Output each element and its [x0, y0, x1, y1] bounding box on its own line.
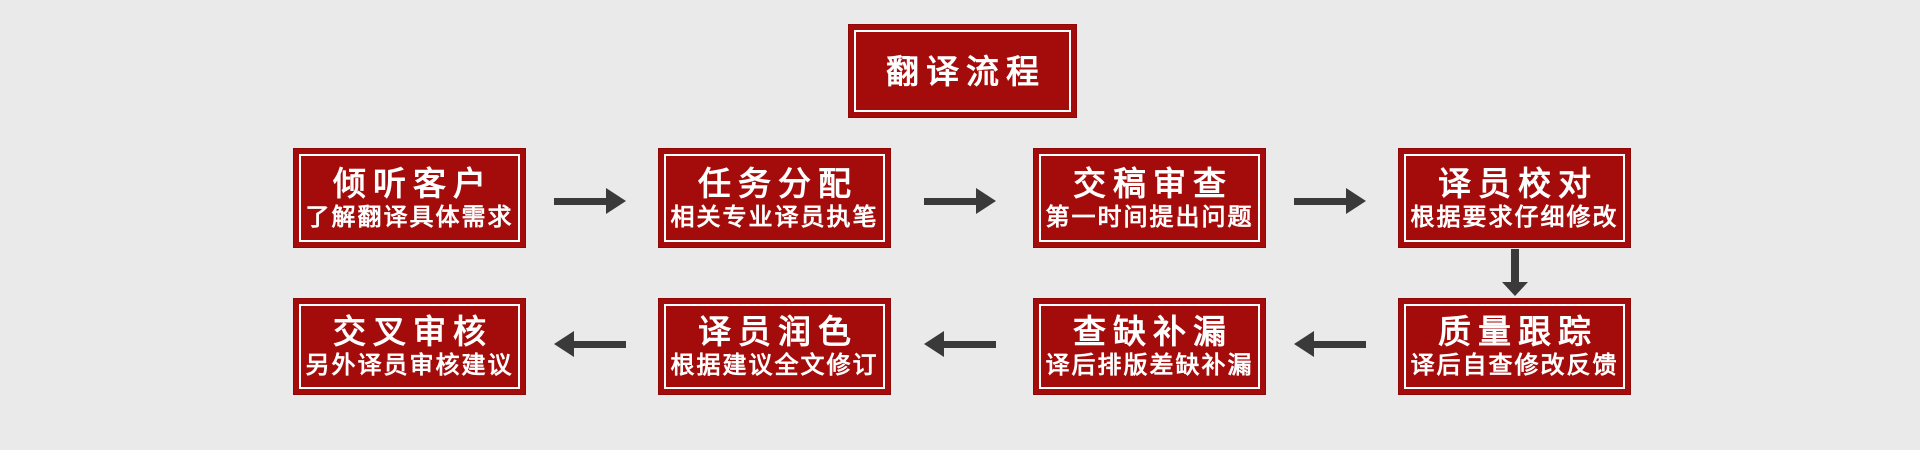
arrow-right-icon: [554, 188, 626, 214]
diagram-title: 翻译流程: [886, 52, 1046, 90]
step-subtitle: 第一时间提出问题: [1045, 203, 1254, 231]
step-subtitle: 译后自查修改反馈: [1410, 352, 1619, 379]
arrow-left-icon: [554, 331, 626, 357]
step-subtitle: 根据要求仔细修改: [1410, 203, 1619, 231]
step-subtitle: 另外译员审核建议: [305, 352, 514, 379]
step-task-assignment: 任务分配 相关专业译员执笔: [658, 148, 891, 248]
step-gap-check: 查缺补漏 译后排版差缺补漏: [1033, 298, 1266, 395]
diagram-title-box: 翻译流程: [848, 24, 1077, 118]
step-subtitle: 了解翻译具体需求: [305, 203, 514, 231]
arrow-right-icon: [1294, 188, 1366, 214]
step-draft-review: 交稿审查 第一时间提出问题: [1033, 148, 1266, 248]
step-title: 查缺补漏: [1073, 313, 1233, 350]
step-listen-to-client: 倾听客户 了解翻译具体需求: [293, 148, 526, 248]
step-translator-polishing: 译员润色 根据建议全文修订: [658, 298, 891, 395]
step-subtitle: 根据建议全文修订: [670, 352, 879, 379]
step-cross-review: 交叉审核 另外译员审核建议: [293, 298, 526, 395]
arrow-left-icon: [1294, 331, 1366, 357]
step-subtitle: 相关专业译员执笔: [670, 203, 879, 231]
step-title: 任务分配: [698, 164, 858, 202]
step-title: 倾听客户: [333, 164, 493, 202]
arrow-left-icon: [924, 331, 996, 357]
arrow-right-icon: [924, 188, 996, 214]
step-subtitle: 译后排版差缺补漏: [1045, 352, 1254, 379]
step-title: 质量跟踪: [1438, 313, 1598, 350]
diagram-title-box-inner: 翻译流程: [854, 30, 1071, 112]
step-quality-tracking: 质量跟踪 译后自查修改反馈: [1398, 298, 1631, 395]
step-title: 交稿审查: [1073, 164, 1233, 202]
step-title: 译员校对: [1438, 164, 1598, 202]
step-title: 交叉审核: [333, 313, 493, 350]
step-title: 译员润色: [698, 313, 858, 350]
arrow-down-icon: [1502, 249, 1528, 296]
step-translator-proofreading: 译员校对 根据要求仔细修改: [1398, 148, 1631, 248]
